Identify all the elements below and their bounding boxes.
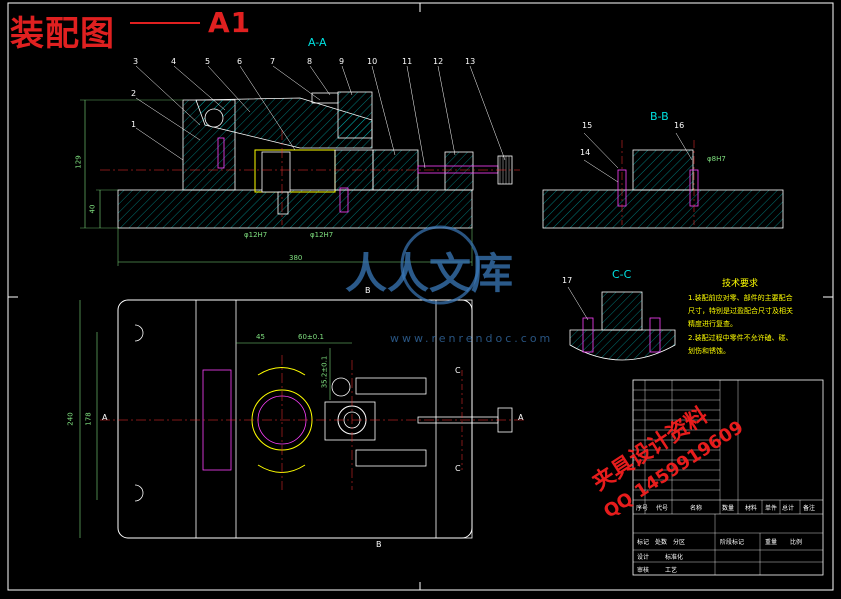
tb-count: 处数 bbox=[655, 539, 668, 546]
title-rule bbox=[130, 22, 200, 24]
tb-design: 设计 bbox=[637, 554, 650, 561]
dim-angle: 35.2±0.1 bbox=[320, 355, 329, 389]
c-marker-top: C bbox=[455, 366, 461, 375]
part-number: 7 bbox=[270, 57, 276, 66]
a-marker-left: A bbox=[102, 413, 108, 422]
plan-view bbox=[79, 299, 525, 539]
dim-offset: 45 bbox=[256, 333, 265, 341]
dim-width-inner: 178 bbox=[84, 412, 93, 426]
tb-weight: 重量 bbox=[765, 539, 778, 546]
dim-bb-fit: φ8H7 bbox=[707, 155, 726, 163]
dim-center-distance: 60±0.1 bbox=[298, 333, 324, 341]
part-number: 5 bbox=[205, 57, 211, 66]
tb-header-unit: 单件 bbox=[765, 505, 778, 512]
dim-bore-right: φ12H7 bbox=[310, 231, 334, 239]
tb-header-qty: 数量 bbox=[722, 505, 735, 512]
section-cc-label: C-C bbox=[612, 268, 632, 281]
drawing-title: 装配图 bbox=[10, 14, 115, 54]
section-aa-view bbox=[80, 65, 520, 266]
part-number: 6 bbox=[237, 57, 243, 66]
watermark-site: www.renrendoc.com bbox=[390, 332, 554, 345]
part-number: 1 bbox=[131, 120, 137, 129]
sheet-size: A1 bbox=[208, 6, 252, 39]
tb-process: 工艺 bbox=[665, 567, 678, 574]
tb-standard: 标准化 bbox=[665, 554, 684, 561]
tech-requirements-title: 技术要求 bbox=[722, 279, 759, 289]
part-number: 14 bbox=[580, 148, 591, 157]
tb-header-code: 代号 bbox=[656, 505, 669, 512]
tb-stage: 阶段标记 bbox=[720, 539, 745, 546]
dim-height-total: 129 bbox=[74, 155, 83, 169]
title-block bbox=[632, 379, 824, 576]
watermark-logo-ring bbox=[400, 225, 480, 305]
tb-scale: 比例 bbox=[790, 539, 803, 546]
b-marker-bottom: B bbox=[376, 540, 382, 549]
section-bb-view bbox=[542, 132, 784, 229]
c-marker-bottom: C bbox=[455, 464, 461, 473]
section-bb-label: B-B bbox=[650, 110, 669, 123]
dim-length: 380 bbox=[289, 254, 303, 262]
part-number: 10 bbox=[367, 57, 378, 66]
b-marker-top: B bbox=[365, 286, 371, 295]
part-number: 15 bbox=[582, 121, 593, 130]
tb-header-material: 材料 bbox=[745, 505, 758, 512]
part-number: 13 bbox=[465, 57, 476, 66]
section-cc-view bbox=[567, 286, 676, 361]
part-number: 11 bbox=[402, 57, 413, 66]
tb-header-name: 名称 bbox=[690, 505, 703, 512]
part-number: 16 bbox=[674, 121, 685, 130]
part-number: 17 bbox=[562, 276, 573, 285]
tech-requirement-item: 1.装配前应对零、部件的主要配合尺寸，特别是过盈配合尺寸及相关精度进行复查。 bbox=[688, 294, 793, 328]
part-number: 2 bbox=[131, 89, 137, 98]
tb-review: 审核 bbox=[637, 567, 650, 574]
tb-zone: 分区 bbox=[673, 539, 686, 546]
tb-header-total: 总计 bbox=[782, 505, 795, 512]
tb-header-remark: 备注 bbox=[803, 505, 816, 512]
part-number: 12 bbox=[433, 57, 444, 66]
a-marker-right: A bbox=[518, 413, 524, 422]
part-number: 9 bbox=[339, 57, 345, 66]
dim-bore-left: φ12H7 bbox=[244, 231, 268, 239]
part-number: 8 bbox=[307, 57, 313, 66]
part-number: 4 bbox=[171, 57, 177, 66]
section-aa-label: A-A bbox=[308, 36, 327, 49]
dim-height-base: 40 bbox=[88, 204, 97, 214]
tb-mark: 标记 bbox=[637, 539, 650, 546]
tech-requirement-item: 2.装配过程中零件不允许磕、碰、划伤和锈蚀。 bbox=[688, 334, 793, 355]
watermark-brand: 人人文库 bbox=[345, 249, 514, 298]
tb-header-seq: 序号 bbox=[636, 505, 649, 512]
dim-width-total: 240 bbox=[66, 412, 75, 426]
part-number: 3 bbox=[133, 57, 139, 66]
